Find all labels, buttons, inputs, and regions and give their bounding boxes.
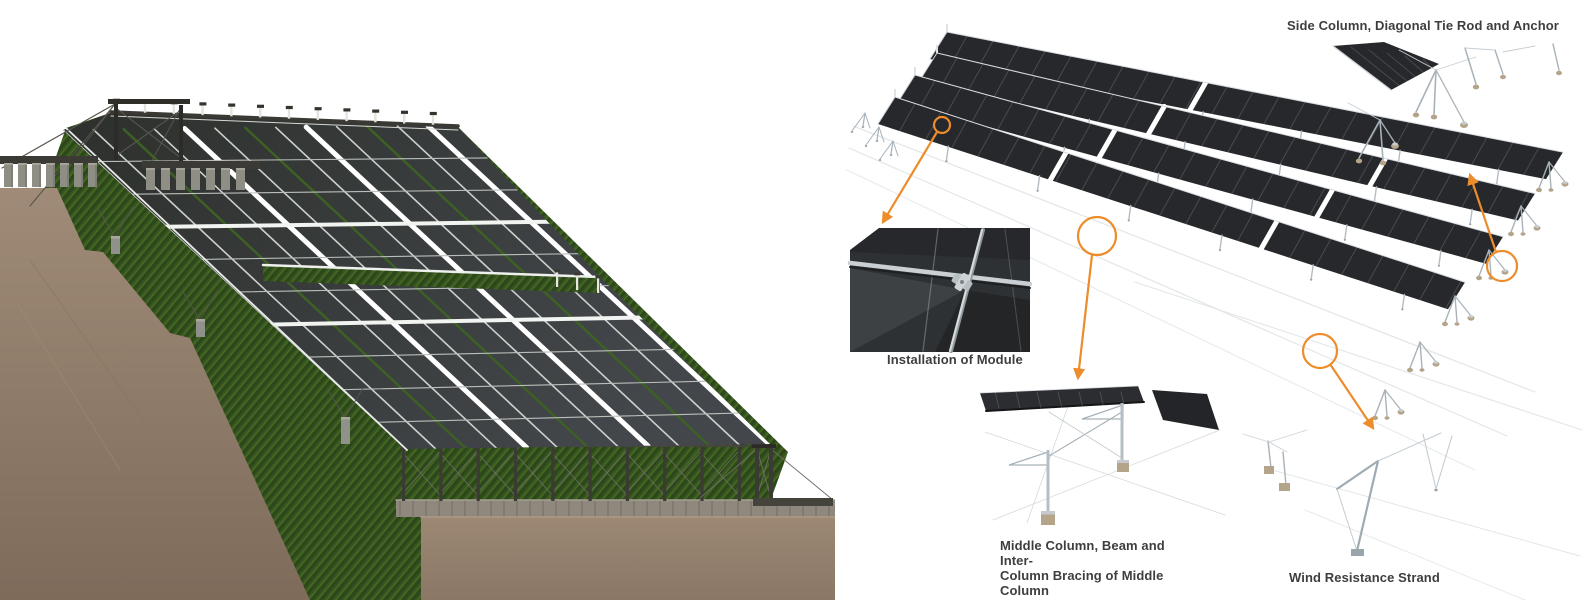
mounting-system-diagram	[846, 24, 1583, 600]
label-middle-column: Middle Column, Beam and Inter- Column Br…	[1000, 538, 1165, 598]
hillside-render	[0, 98, 835, 600]
label-side-column: Side Column, Diagonal Tie Rod and Anchor	[1287, 18, 1559, 33]
label-installation-of-module: Installation of Module	[887, 352, 1023, 367]
label-wind-resistance-strand: Wind Resistance Strand	[1289, 570, 1440, 585]
